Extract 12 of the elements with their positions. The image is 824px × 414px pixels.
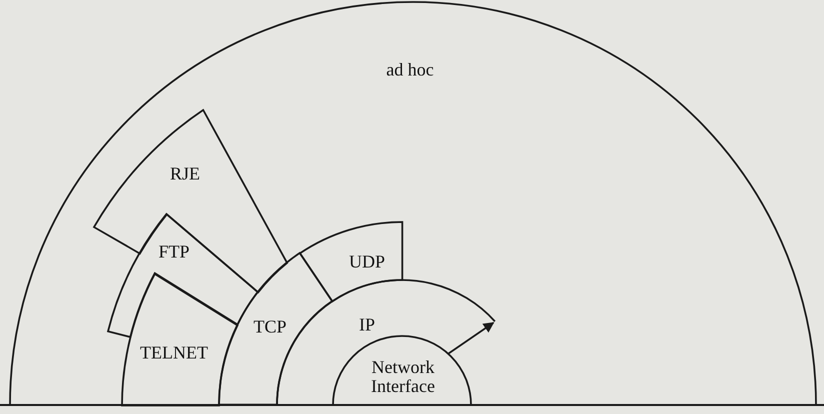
layer-label: TELNET bbox=[140, 344, 208, 362]
layer-label: FTP bbox=[158, 242, 190, 262]
layer-label: UDP bbox=[348, 252, 385, 272]
layer-label: IP bbox=[359, 316, 375, 334]
layer-label: ad hoc bbox=[386, 60, 434, 80]
layer-segment bbox=[300, 222, 402, 302]
layer-segment bbox=[94, 110, 287, 292]
layer-label: Network Interface bbox=[370, 358, 436, 396]
layer-label: RJE bbox=[170, 164, 200, 184]
layer-segment bbox=[122, 274, 238, 405]
arrow bbox=[448, 322, 494, 354]
layer-label: TCP bbox=[254, 318, 286, 336]
